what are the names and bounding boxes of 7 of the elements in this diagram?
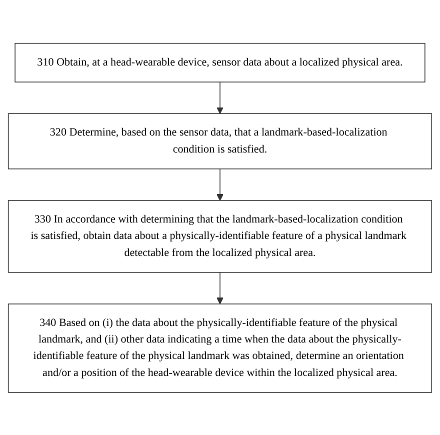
node-box: 310 Obtain, at a head-wearable device, sensor data about a localized physical area. [14, 42, 426, 82]
node-box: 340 Based on (i) the data about the physically-identifiable feature of the physical landmark, and (ii) other data indicating a time when the data about the physically-identifiable feature of the physical landmark was obtained, determine an orientation and/or a position of the head-wearable device within the localized physical area. [8, 303, 432, 392]
node-box: 330 In accordance with determining that the landmark-based-localization condition is satisfied, obtain data about a physically-identifiable feature of a physical landmark detectable from the localized physical area. [8, 200, 432, 272]
arrow [216, 272, 224, 304]
arrow [216, 81, 224, 114]
node-box: 320 Determine, based on the sensor data, that a landmark-based-localization condition is satisfied. [8, 112, 432, 169]
arrow [216, 168, 224, 200]
